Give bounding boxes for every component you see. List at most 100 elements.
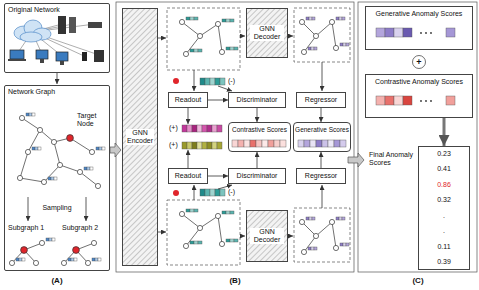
feature-cell [29, 113, 32, 116]
graph-node [299, 219, 304, 224]
feature-cell [198, 241, 202, 244]
graph-node [179, 19, 184, 24]
dashed-frame [167, 8, 240, 70]
sign-label: (-) [228, 188, 235, 196]
flow-arrow [218, 86, 232, 91]
anomaly-score-box: Generative Anomaly Scores [365, 6, 473, 50]
connector [208, 176, 228, 177]
graph-node [37, 127, 42, 132]
graph-node [77, 169, 82, 174]
ellipsis-dot [425, 32, 427, 34]
graph-node [313, 233, 318, 238]
graph-node [329, 19, 334, 24]
feature-cell [314, 47, 317, 50]
flow-arrow [158, 232, 166, 233]
feature-cell [336, 217, 339, 220]
connector [321, 108, 322, 122]
score-cell [310, 140, 316, 147]
graph-edge [218, 24, 222, 52]
score-value: 0.32 [437, 196, 451, 204]
flow-arrow [194, 185, 195, 200]
embedding-bar [212, 125, 217, 132]
score-cell [446, 96, 455, 105]
feature-cell [226, 47, 230, 50]
flow-arrow [158, 38, 166, 39]
score-cell [403, 28, 412, 37]
node-label: Generative Scores [295, 126, 349, 133]
flow-arrow [322, 62, 323, 91]
feature-cell [48, 177, 51, 180]
score-cell [298, 140, 304, 147]
embedding-bar [197, 142, 202, 149]
panel-frame [116, 2, 354, 272]
graph-edge [200, 216, 218, 228]
feature-cell [222, 19, 226, 22]
graph-node [183, 51, 188, 56]
target-label: Target Node [77, 112, 109, 128]
graph-node [179, 211, 184, 216]
embedding-bar [202, 142, 207, 149]
sign-label: (+) [169, 141, 178, 149]
feature-cell [306, 217, 309, 220]
feature-cell [309, 17, 312, 20]
embedding-bar [205, 189, 210, 196]
score-value: . [443, 212, 445, 220]
feature-cell [312, 217, 315, 220]
score-cell [340, 140, 346, 147]
graph-edge [182, 22, 200, 36]
node-label: Regressor [305, 172, 337, 180]
column-heading: Final Anomaly Scores [369, 151, 415, 167]
feature-cell [339, 217, 342, 220]
score-cell [262, 140, 268, 147]
feature-cell [194, 49, 198, 52]
feature-cell [84, 167, 87, 170]
embedding-bar [207, 125, 212, 132]
score-cell [394, 28, 403, 37]
feature-cell [51, 177, 54, 180]
graph-edge [218, 216, 222, 244]
score-cell [446, 28, 455, 37]
score-cell [280, 140, 286, 147]
feature-cell [22, 258, 25, 261]
flow-arrow [240, 36, 245, 37]
feature-cell [95, 258, 98, 261]
graph-node [17, 175, 22, 180]
graph-node [183, 243, 188, 248]
graph-node [299, 19, 304, 24]
feature-cell [308, 47, 311, 50]
score-cell [304, 140, 310, 147]
figure [8, 2, 477, 272]
feature-cell [342, 217, 345, 220]
graph-node [95, 183, 100, 188]
graph-edge [20, 178, 44, 182]
node-label: Original Network [8, 6, 60, 14]
feature-cell [309, 217, 312, 220]
connector [321, 152, 322, 168]
graph-edge [28, 130, 40, 152]
feature-cell [96, 147, 99, 150]
node-label: Contrastive Anomaly Scores [375, 78, 463, 86]
graph-edge [304, 236, 316, 252]
embedding-bar [197, 125, 202, 132]
score-cell [274, 140, 280, 147]
network-box: Original Network [4, 3, 110, 73]
monitor-icon [36, 50, 48, 59]
embedding-bar [220, 78, 225, 85]
graph-node [41, 179, 46, 184]
feature-cell [346, 243, 349, 246]
panel-label: (B) [225, 276, 245, 285]
feature-cell [336, 17, 339, 20]
embedding-bar [187, 142, 192, 149]
node-label: GNN Encoder [126, 129, 154, 145]
flow-arrow [240, 236, 245, 237]
score-value: 0.39 [437, 258, 451, 266]
regressor-box: Regressor [296, 92, 346, 108]
embedding-bar [217, 125, 222, 132]
graph-node [215, 21, 220, 26]
score-cell [376, 96, 385, 105]
feature-cell [186, 209, 190, 212]
node-label: GNN Decoder [250, 25, 284, 41]
score-cell [256, 140, 262, 147]
graph-node [215, 213, 220, 218]
